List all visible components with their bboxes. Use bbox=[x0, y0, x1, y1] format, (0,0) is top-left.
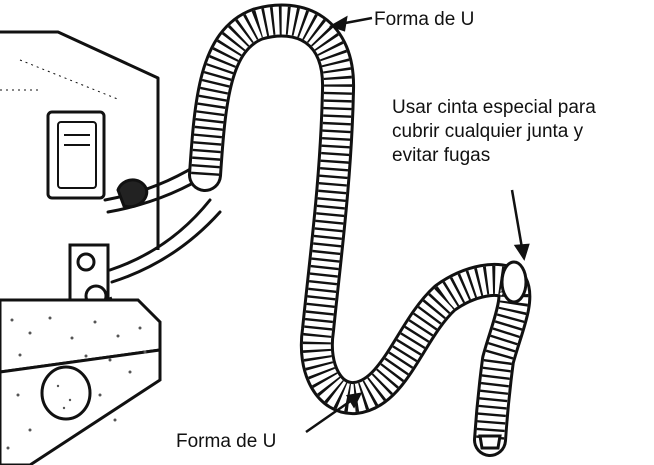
tape-note-line-1: Usar cinta especial para bbox=[392, 97, 596, 118]
corrugated-hose bbox=[188, 3, 532, 457]
hose-end bbox=[478, 260, 528, 450]
concrete-ledge bbox=[0, 298, 162, 465]
switch-box bbox=[46, 110, 106, 200]
wall-unit bbox=[0, 30, 160, 250]
u-shape-top-label: Forma de U bbox=[374, 9, 475, 30]
tape-note-line-2: cubrir cualquier junta y bbox=[392, 121, 584, 142]
tape-note-label: Usar cinta especial para cubrir cualquie… bbox=[392, 96, 596, 168]
tape-note-line-3: evitar fugas bbox=[392, 145, 491, 166]
u-shape-bottom-label: Forma de U bbox=[176, 431, 277, 452]
pointer-arrows bbox=[305, 15, 530, 434]
concrete-stipple bbox=[6, 316, 147, 450]
